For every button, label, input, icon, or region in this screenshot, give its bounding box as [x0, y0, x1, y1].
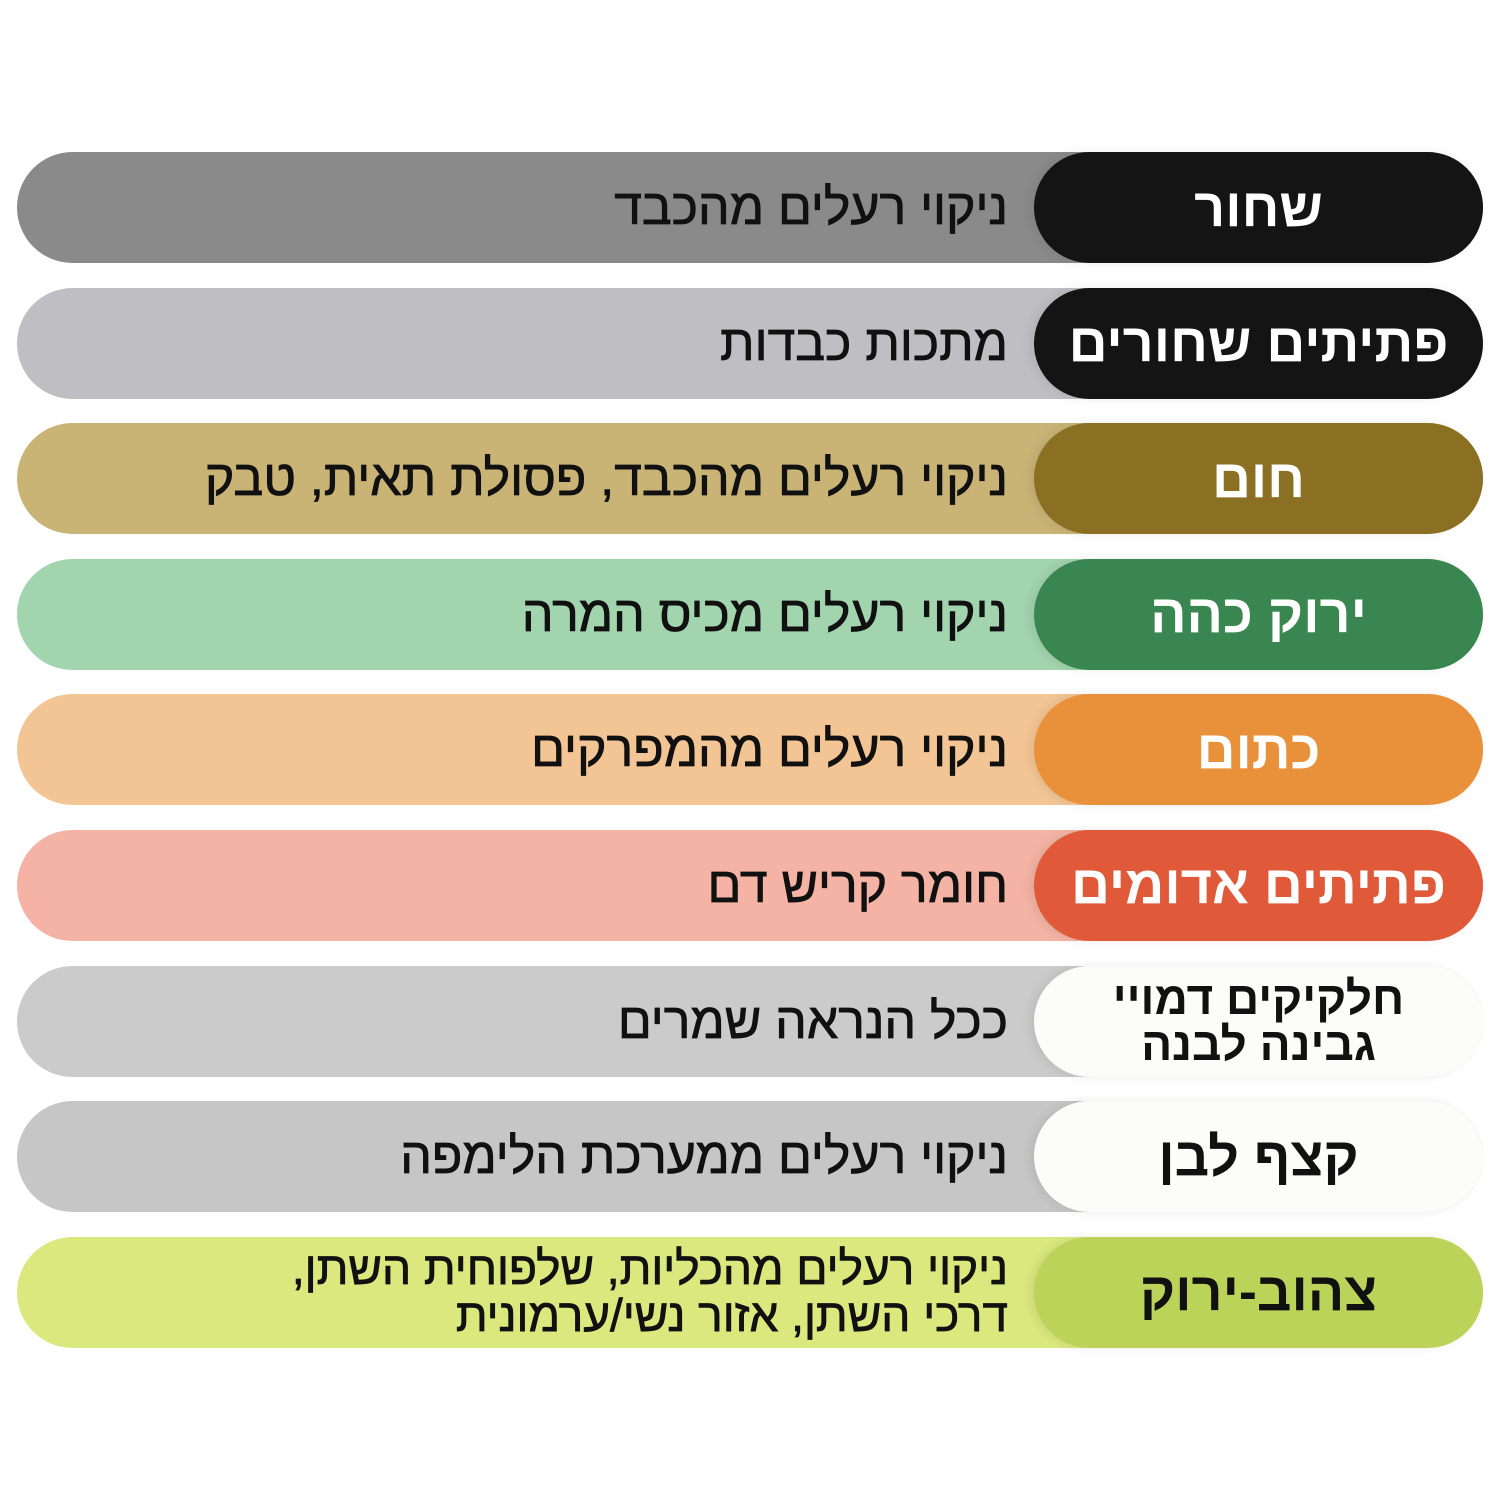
row-color-label: פתיתים אדומים: [1034, 829, 1483, 941]
row-color-label: חום: [1034, 423, 1483, 535]
row-color-label: ירוק כהה: [1034, 558, 1483, 670]
row-color-label: שחור: [1034, 152, 1483, 263]
row-color-label: חלקיקים דמויי גבינה לבנה: [1034, 965, 1483, 1077]
row-color-label: פתיתים שחורים: [1034, 287, 1483, 399]
row-color-label: כתום: [1034, 694, 1483, 806]
row-color-label: צהוב-ירוק: [1034, 1236, 1483, 1348]
row-color-label: קצף לבן: [1034, 1101, 1483, 1213]
legend-row: ניקוי רעלים מהכליות, שלפוחית השתן, דרכי …: [17, 1236, 1483, 1348]
